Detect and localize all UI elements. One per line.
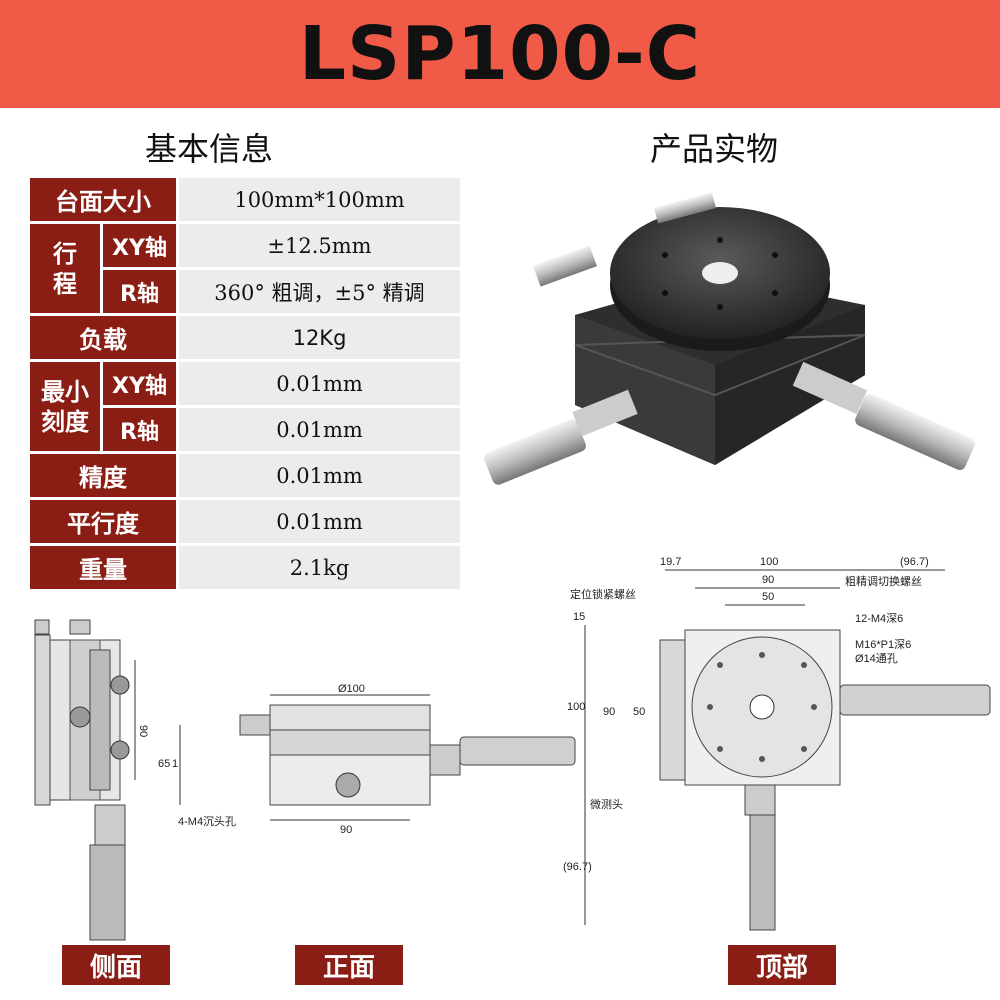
spec-row-table-size: 台面大小 100mm*100mm: [30, 178, 460, 221]
side-dim-90: 90: [137, 725, 149, 737]
spec-group-min-scale: 最小 刻度 XY轴 0.01mm R轴 0.01mm: [30, 362, 460, 451]
top-dim-96-7-v: (96.7): [563, 861, 592, 873]
spec-value: 0.01mm: [179, 500, 460, 543]
front-view-drawing: Ø100 65 1 4-M4沉头孔 90: [158, 683, 576, 836]
top-dim-50-v: 50: [633, 706, 645, 718]
spec-label: 负载: [30, 316, 176, 359]
spec-sublabel: R轴: [103, 270, 176, 313]
micrometer-left: [484, 389, 638, 485]
front-dim-diameter: Ø100: [338, 683, 365, 695]
top-note-switch-screw: 粗精调切换螺丝: [845, 574, 922, 588]
spec-row-load: 负载 12Kg: [30, 316, 460, 359]
title-banner: LSP100-C: [0, 0, 1000, 108]
top-dim-100: 100: [760, 556, 778, 568]
spec-label: 平行度: [30, 500, 176, 543]
spec-row-weight: 重量 2.1kg: [30, 546, 460, 589]
side-view-drawing: 90: [34, 619, 149, 941]
spec-row-travel-xy: XY轴 ±12.5mm: [103, 224, 460, 267]
product-photo: [484, 192, 975, 485]
spec-sublabel: R轴: [103, 408, 176, 451]
spec-group-label: 行 程: [30, 224, 100, 313]
top-dim-50: 50: [762, 591, 774, 603]
product-title: LSP100-C: [298, 11, 702, 97]
top-note-hole: Ø14通孔: [855, 652, 898, 665]
micrometer-right: [792, 361, 975, 471]
spec-label: 精度: [30, 454, 176, 497]
spec-sublabel: XY轴: [103, 224, 176, 267]
spec-value: ±12.5mm: [179, 224, 460, 267]
front-dim-65: 65: [158, 758, 170, 770]
spec-label: 重量: [30, 546, 176, 589]
spec-group-label: 最小 刻度: [30, 362, 100, 451]
spec-group-travel: 行 程 XY轴 ±12.5mm R轴 360° 粗调，±5° 精调: [30, 224, 460, 313]
spec-value: 0.01mm: [179, 362, 460, 405]
front-dim-1: 1: [172, 758, 178, 770]
top-dim-100-v: 100: [567, 701, 585, 713]
top-note-m16: M16*P1深6: [855, 638, 911, 651]
spec-row-travel-r: R轴 360° 粗调，±5° 精调: [103, 270, 460, 313]
spec-row-parallelism: 平行度 0.01mm: [30, 500, 460, 543]
spec-sublabel: XY轴: [103, 362, 176, 405]
section-title-basic-info: 基本信息: [145, 130, 274, 168]
spec-row-scale-xy: XY轴 0.01mm: [103, 362, 460, 405]
top-note-head: 微测头: [590, 797, 623, 811]
top-dim-90: 90: [762, 574, 774, 586]
front-dim-90: 90: [340, 824, 352, 836]
front-note-holes: 4-M4沉头孔: [178, 815, 236, 828]
top-note-lock-screw: 定位锁紧螺丝: [570, 587, 636, 601]
spec-row-accuracy: 精度 0.01mm: [30, 454, 460, 497]
top-dim-96-7: (96.7): [900, 556, 929, 568]
spec-table: 台面大小 100mm*100mm 行 程 XY轴 ±12.5mm R轴 360°…: [30, 178, 460, 592]
top-dim-19-7: 19.7: [660, 556, 681, 568]
spec-value: 360° 粗调，±5° 精调: [179, 270, 460, 313]
spec-row-scale-r: R轴 0.01mm: [103, 408, 460, 451]
spec-label: 台面大小: [30, 178, 176, 221]
top-view-drawing: 19.7 100 (96.7) 90 50 定位锁紧螺丝 粗精调切换螺丝 12-…: [563, 556, 991, 931]
spec-value: 2.1kg: [179, 546, 460, 589]
spec-value: 100mm*100mm: [179, 178, 460, 221]
top-dim-90-v: 90: [603, 706, 615, 718]
caption-front-view: 正面: [295, 945, 403, 985]
top-dim-15: 15: [573, 611, 585, 623]
caption-top-view: 顶部: [728, 945, 836, 985]
top-note-m4: 12-M4深6: [855, 612, 903, 625]
caption-side-view: 侧面: [62, 945, 170, 985]
section-title-product-photo: 产品实物: [650, 130, 779, 168]
spec-value: 12Kg: [179, 316, 460, 359]
spec-value: 0.01mm: [179, 454, 460, 497]
spec-value: 0.01mm: [179, 408, 460, 451]
